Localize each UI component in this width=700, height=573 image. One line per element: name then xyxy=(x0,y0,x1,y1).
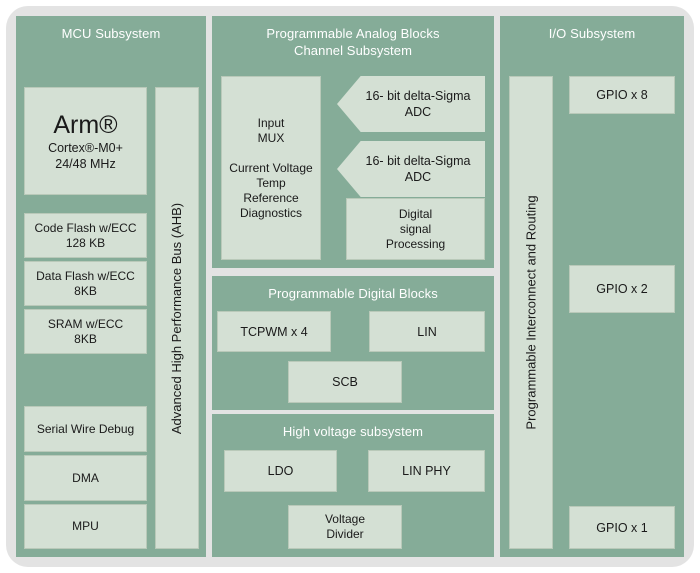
block-gpio-x1[interactable]: GPIO x 1 xyxy=(569,506,675,549)
block-lin[interactable]: LIN xyxy=(369,311,485,352)
voltage-divider-line2: Divider xyxy=(326,527,364,541)
scb-label: SCB xyxy=(332,375,358,389)
lin-phy-label: LIN PHY xyxy=(402,464,451,478)
block-input-mux[interactable]: Input MUX Current Voltage Temp Reference… xyxy=(221,76,321,260)
code-flash-line1: Code Flash w/ECC xyxy=(34,220,137,235)
arm-cpu-core: Cortex®-M0+ xyxy=(48,141,123,155)
sram-line2: 8KB xyxy=(74,331,97,346)
mcu-subsystem-title: MCU Subsystem xyxy=(61,26,161,41)
programmable-interconnect-label: Programmable Interconnect and Routing xyxy=(523,195,539,430)
arm-cpu-clock: 24/48 MHz xyxy=(55,157,116,171)
code-flash-line2: 128 KB xyxy=(65,235,106,250)
dsp-line2: signal xyxy=(399,221,432,236)
analog-subsystem-title-line2: Channel Subsystem xyxy=(293,43,413,58)
dsp-line1: Digital xyxy=(398,206,433,221)
block-gpio-x8[interactable]: GPIO x 8 xyxy=(569,76,675,114)
io-subsystem-title: I/O Subsystem xyxy=(548,26,636,41)
block-digital-signal-processing[interactable]: Digital signal Processing xyxy=(346,198,485,260)
mpu-label: MPU xyxy=(72,519,99,533)
ahb-bus-label: Advanced High Performance Bus (AHB) xyxy=(169,202,185,434)
arm-cpu-name: Arm® xyxy=(53,111,118,139)
arm-cpu-text: Arm® Cortex®-M0+ 24/48 MHz xyxy=(48,110,123,172)
gpio-x2-label: GPIO x 2 xyxy=(596,282,648,296)
block-ahb-bus[interactable]: Advanced High Performance Bus (AHB) xyxy=(155,87,199,549)
block-data-flash[interactable]: Data Flash w/ECC 8KB xyxy=(24,261,147,306)
block-gpio-x2[interactable]: GPIO x 2 xyxy=(569,265,675,313)
block-programmable-interconnect[interactable]: Programmable Interconnect and Routing xyxy=(509,76,553,549)
dma-label: DMA xyxy=(72,470,99,485)
block-mpu[interactable]: MPU xyxy=(24,504,147,549)
input-mux-line3: Current Voltage xyxy=(229,160,313,175)
block-tcpwm[interactable]: TCPWM x 4 xyxy=(217,311,331,352)
block-code-flash[interactable]: Code Flash w/ECC 128 KB xyxy=(24,213,147,258)
ldo-label: LDO xyxy=(267,464,294,478)
high-voltage-subsystem-title: High voltage subsystem xyxy=(282,424,424,439)
block-arm-cpu[interactable]: Arm® Cortex®-M0+ 24/48 MHz xyxy=(24,87,147,195)
block-scb[interactable]: SCB xyxy=(288,361,402,403)
block-adc-2[interactable]: 16- bit delta-Sigma ADC xyxy=(337,141,485,197)
input-mux-line4: Temp xyxy=(256,175,286,190)
block-serial-wire-debug[interactable]: Serial Wire Debug xyxy=(24,406,147,452)
gpio-x8-label: GPIO x 8 xyxy=(596,88,648,102)
input-mux-line2: MUX xyxy=(257,130,285,145)
sram-line1: SRAM w/ECC xyxy=(47,316,124,331)
input-mux-line6: Diagnostics xyxy=(239,205,303,220)
data-flash-line2: 8KB xyxy=(74,283,97,298)
tcpwm-label: TCPWM x 4 xyxy=(240,324,308,339)
adc-2-line2: ADC xyxy=(404,170,432,184)
block-voltage-divider[interactable]: Voltage Divider xyxy=(288,505,402,549)
adc-2-line1: 16- bit delta-Sigma xyxy=(365,154,471,168)
block-lin-phy[interactable]: LIN PHY xyxy=(368,450,485,492)
digital-subsystem-title: Programmable Digital Blocks xyxy=(268,286,438,301)
input-mux-line1: Input xyxy=(257,115,285,130)
input-mux-line5: Reference xyxy=(243,190,299,205)
adc-1-line1: 16- bit delta-Sigma xyxy=(365,89,471,103)
block-sram[interactable]: SRAM w/ECC 8KB xyxy=(24,309,147,354)
dsp-line3: Processing xyxy=(385,236,446,251)
data-flash-line1: Data Flash w/ECC xyxy=(36,268,135,283)
adc-1-line2: ADC xyxy=(404,105,432,119)
serial-wire-debug-label: Serial Wire Debug xyxy=(36,421,135,436)
analog-subsystem-title-line1: Programmable Analog Blocks xyxy=(266,26,440,41)
gpio-x1-label: GPIO x 1 xyxy=(596,520,648,535)
lin-label: LIN xyxy=(417,324,437,339)
block-ldo[interactable]: LDO xyxy=(224,450,337,492)
block-dma[interactable]: DMA xyxy=(24,455,147,501)
voltage-divider-line1: Voltage xyxy=(324,512,366,526)
block-adc-1[interactable]: 16- bit delta-Sigma ADC xyxy=(337,76,485,132)
